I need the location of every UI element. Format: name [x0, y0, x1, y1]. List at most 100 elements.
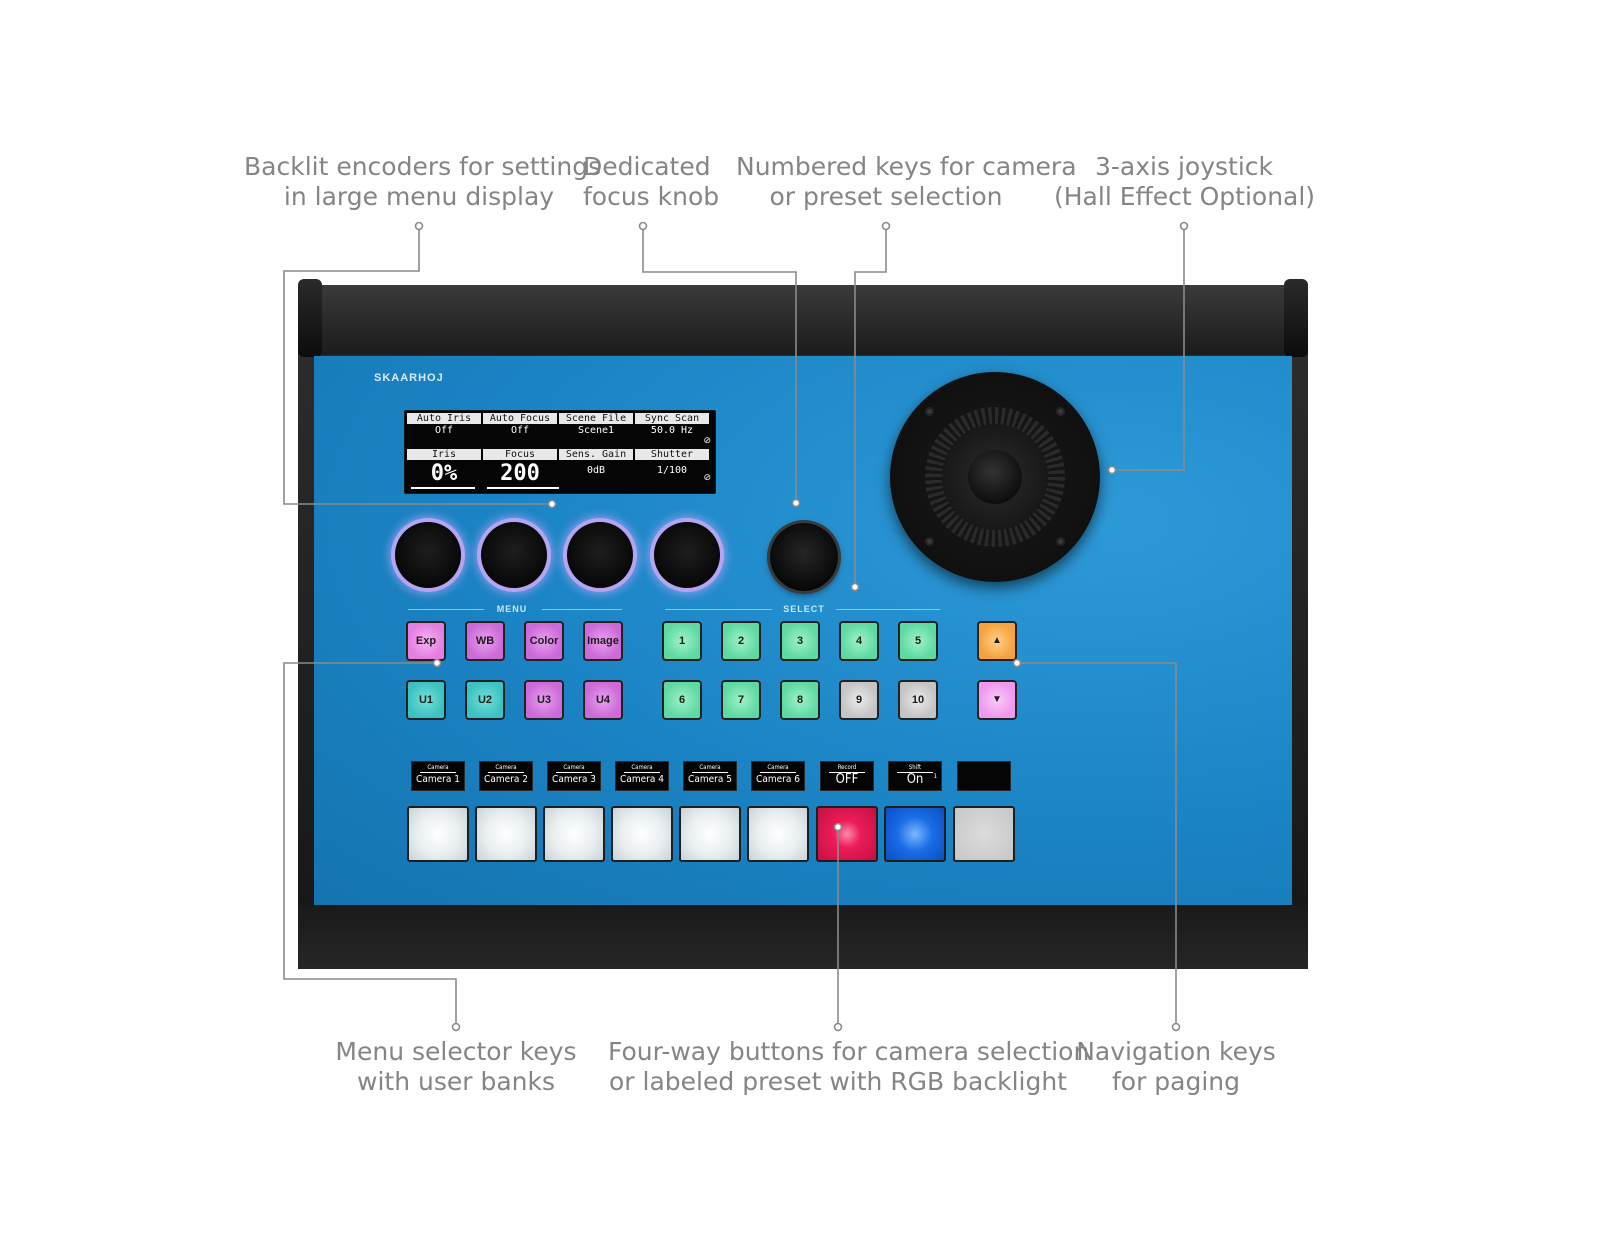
display-value: 1/100: [656, 465, 688, 476]
menu-key-wb[interactable]: WB: [465, 621, 505, 661]
callout-line: 3-axis joystick: [1095, 152, 1273, 181]
four-way-key-camera-4[interactable]: [611, 806, 673, 862]
label-value: OFF: [835, 772, 859, 787]
blank-label-display: [957, 761, 1011, 791]
label-value: On: [906, 772, 924, 787]
select-key-7[interactable]: 7: [721, 680, 761, 720]
display-underline: [487, 487, 559, 489]
camera-label-display-2: Camera Camera 2: [479, 761, 533, 791]
camera-label-display-1: Camera Camera 1: [411, 761, 465, 791]
label-value: Camera 3: [552, 774, 596, 785]
callout-line: Dedicated: [583, 152, 711, 181]
select-key-8[interactable]: 8: [780, 680, 820, 720]
select-key-5[interactable]: 5: [898, 621, 938, 661]
four-way-key-shift[interactable]: [884, 806, 946, 862]
callout-encoders: Backlit encoders for settings in large m…: [244, 152, 602, 212]
four-way-key-camera-5[interactable]: [679, 806, 741, 862]
display-header: Shutter: [635, 449, 709, 460]
select-key-9[interactable]: 9: [839, 680, 879, 720]
encoder-knob-2[interactable]: [481, 522, 547, 588]
label-title: Camera: [760, 764, 796, 773]
focus-knob[interactable]: [770, 523, 838, 591]
user-bank-key-u3[interactable]: U3: [524, 680, 564, 720]
screw-icon: [1056, 407, 1065, 416]
display-value: 50.0 Hz: [650, 425, 694, 436]
menu-key-image[interactable]: Image: [583, 621, 623, 661]
callout-line: or preset selection: [769, 182, 1003, 211]
menu-key-color[interactable]: Color: [524, 621, 564, 661]
display-header: Sync Scan: [635, 413, 709, 424]
shift-label-display: Shift On 1: [888, 761, 942, 791]
menu-section-label: MENU: [496, 604, 528, 614]
display-value-large: 0%: [430, 461, 458, 486]
user-bank-key-u4[interactable]: U4: [583, 680, 623, 720]
display-header: Auto Focus: [483, 413, 557, 424]
menu-section-line: [408, 609, 484, 610]
display-header: Focus: [483, 449, 557, 460]
select-key-6[interactable]: 6: [662, 680, 702, 720]
label-title: Camera: [488, 764, 524, 773]
label-value: Camera 2: [484, 774, 528, 785]
rail-cap-left: [298, 279, 322, 357]
select-key-10[interactable]: 10: [898, 680, 938, 720]
four-way-key-camera-3[interactable]: [543, 806, 605, 862]
callout-line: focus knob: [583, 182, 720, 211]
four-way-key-record[interactable]: [816, 806, 878, 862]
callout-navigation: Navigation keys for paging: [1071, 1037, 1281, 1097]
user-bank-key-u1[interactable]: U1: [406, 680, 446, 720]
nav-up-key[interactable]: ▲: [977, 621, 1017, 661]
select-key-2[interactable]: 2: [721, 621, 761, 661]
select-key-3[interactable]: 3: [780, 621, 820, 661]
display-header: Scene File: [559, 413, 633, 424]
encoder-knob-3[interactable]: [567, 522, 633, 588]
callout-line: in large menu display: [283, 182, 555, 211]
select-section-label: SELECT: [783, 604, 825, 614]
user-bank-key-u2[interactable]: U2: [465, 680, 505, 720]
four-way-key-camera-2[interactable]: [475, 806, 537, 862]
screw-icon: [925, 537, 934, 546]
encoder-knob-1[interactable]: [395, 522, 461, 588]
camera-label-display-4: Camera Camera 4: [615, 761, 669, 791]
menu-key-exp[interactable]: Exp: [406, 621, 446, 661]
callout-line: with user banks: [357, 1067, 555, 1096]
label-value: Camera 6: [756, 774, 800, 785]
top-rail: [298, 285, 1308, 355]
label-title: Camera: [556, 764, 592, 773]
four-way-key-camera-1[interactable]: [407, 806, 469, 862]
lock-icon: ⊘: [703, 436, 711, 446]
four-way-key-blank[interactable]: [953, 806, 1015, 862]
joystick[interactable]: [968, 450, 1022, 504]
callout-menu-keys: Menu selector keys with user banks: [326, 1037, 586, 1097]
encoder-knob-4[interactable]: [654, 522, 720, 588]
display-value-large: 200: [500, 461, 540, 486]
nav-down-key[interactable]: ▼: [977, 680, 1017, 720]
display-header: Iris: [407, 449, 481, 460]
select-key-1[interactable]: 1: [662, 621, 702, 661]
display-value: 0dB: [586, 465, 606, 476]
camera-label-display-3: Camera Camera 3: [547, 761, 601, 791]
callout-line: Backlit encoders for settings: [244, 152, 602, 181]
callout-line: Four-way buttons for camera selection: [608, 1037, 1090, 1066]
callout-focus-knob: Dedicated focus knob: [583, 152, 720, 212]
callout-line: (Hall Effect Optional): [1054, 182, 1316, 211]
label-value: Camera 5: [688, 774, 732, 785]
display-value: Off: [510, 425, 530, 436]
callout-line: or labeled preset with RGB backlight: [609, 1067, 1067, 1096]
camera-label-display-5: Camera Camera 5: [683, 761, 737, 791]
label-superscript: 1: [933, 773, 937, 780]
display-value: Off: [434, 425, 454, 436]
display-value: Scene1: [577, 425, 615, 436]
select-section-line: [665, 609, 772, 610]
label-value: Camera 4: [620, 774, 664, 785]
label-value: Camera 1: [416, 774, 460, 785]
camera-label-display-6: Camera Camera 6: [751, 761, 805, 791]
callout-line: Numbered keys for camera: [736, 152, 1077, 181]
select-key-4[interactable]: 4: [839, 621, 879, 661]
four-way-key-camera-6[interactable]: [747, 806, 809, 862]
display-header: Sens. Gain: [559, 449, 633, 460]
menu-section-line: [542, 609, 622, 610]
callout-line: Menu selector keys: [335, 1037, 577, 1066]
callout-joystick: 3-axis joystick (Hall Effect Optional): [1054, 152, 1316, 212]
callout-line: for paging: [1111, 1067, 1241, 1096]
label-title: Record: [829, 764, 865, 773]
